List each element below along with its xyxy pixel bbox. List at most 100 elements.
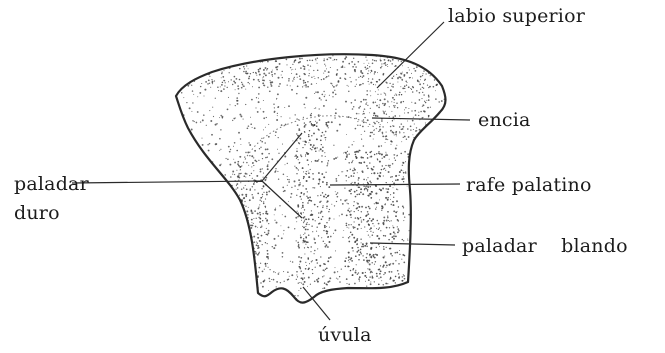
stipple-dot <box>172 184 173 185</box>
leader-lines <box>72 22 470 320</box>
stipple-dot <box>353 205 354 206</box>
stipple-dot <box>388 264 390 266</box>
stipple-dot <box>371 70 373 72</box>
stipple-dot <box>258 217 259 218</box>
stipple-dot <box>443 264 445 266</box>
stipple-dot <box>231 224 232 225</box>
stipple-dot <box>392 181 393 182</box>
stipple-dot <box>283 292 285 294</box>
stipple-dot <box>369 236 370 237</box>
stipple-dot <box>359 106 360 107</box>
stipple-dot <box>424 221 426 223</box>
stipple-dot <box>381 153 383 155</box>
stipple-dot <box>310 115 311 116</box>
stipple-dot <box>366 260 368 262</box>
stipple-dot <box>177 125 178 126</box>
stipple-dot <box>392 225 393 226</box>
stipple-dot <box>392 263 394 265</box>
stipple-dot <box>410 77 411 78</box>
stipple-dot <box>435 281 436 282</box>
stipple-dot <box>307 159 309 161</box>
stipple-dot <box>215 222 216 223</box>
stipple-dot <box>289 276 290 277</box>
stipple-dot <box>386 154 388 156</box>
stipple-dot <box>352 108 354 110</box>
stipple-dot <box>414 123 415 124</box>
stipple-dot <box>265 242 266 243</box>
stipple-dot <box>429 128 431 130</box>
stipple-dot <box>371 169 373 171</box>
stipple-dot <box>428 115 430 117</box>
stipple-dot <box>298 290 299 291</box>
stipple-dot <box>185 269 187 271</box>
stipple-dot <box>334 271 336 273</box>
stipple-dot <box>384 256 385 257</box>
stipple-dot <box>358 107 360 109</box>
stipple-dot <box>220 86 221 87</box>
stipple-dot <box>186 183 187 184</box>
stipple-dot <box>267 87 268 88</box>
stipple-dot <box>382 158 383 159</box>
stipple-dot <box>193 94 194 95</box>
stipple-dot <box>255 107 256 108</box>
stipple-dot <box>257 111 259 113</box>
stipple-dot <box>358 254 360 256</box>
stipple-dot <box>367 231 368 232</box>
stipple-dot <box>329 209 330 210</box>
stipple-dot <box>179 217 181 219</box>
stipple-dot <box>204 258 205 259</box>
stipple-dot <box>229 201 230 202</box>
stipple-dot <box>435 262 436 263</box>
stipple-dot <box>367 268 368 269</box>
stipple-dot <box>388 271 390 273</box>
stipple-dot <box>354 69 356 71</box>
stipple-dot <box>186 102 187 103</box>
stipple-dot <box>425 63 427 65</box>
stipple-dot <box>379 153 381 155</box>
stipple-dot <box>260 200 261 201</box>
stipple-dot <box>348 147 349 148</box>
stipple-dot <box>359 276 361 278</box>
stipple-dot <box>276 281 278 283</box>
stipple-dot <box>304 277 305 278</box>
stipple-dot <box>358 77 359 78</box>
stipple-dot <box>245 235 247 237</box>
stipple-dot <box>265 157 266 158</box>
stipple-dot <box>210 58 211 59</box>
stipple-dot <box>299 76 300 77</box>
stipple-dot <box>407 285 408 286</box>
stipple-dot <box>298 247 300 249</box>
stipple-dot <box>203 64 204 65</box>
stipple-dot <box>172 84 173 85</box>
stipple-dot <box>394 154 395 155</box>
stipple-dot <box>259 240 261 242</box>
stipple-dot <box>263 177 264 178</box>
stipple-dot <box>173 115 174 116</box>
stipple-dot <box>425 55 426 56</box>
stipple-dot <box>383 111 384 112</box>
stipple-dot <box>208 165 209 166</box>
stipple-dot <box>284 281 285 282</box>
stipple-dot <box>301 220 302 221</box>
stipple-dot <box>258 272 259 273</box>
stipple-dot <box>243 187 244 188</box>
stipple-dot <box>248 68 249 69</box>
stipple-dot <box>305 226 306 227</box>
stipple-dot <box>431 154 432 155</box>
stipple-dot <box>267 168 269 170</box>
stipple-dot <box>368 63 369 64</box>
stipple-dot <box>257 213 259 215</box>
stipple-dot <box>265 148 267 150</box>
stipple-dot <box>430 107 431 108</box>
stipple-dot <box>311 161 312 162</box>
stipple-dot <box>438 217 440 219</box>
stipple-dot <box>388 171 390 173</box>
stipple-dot <box>395 211 397 213</box>
stipple-dot <box>254 189 255 190</box>
stipple-dot <box>395 260 396 261</box>
stipple-dot <box>179 142 180 143</box>
stipple-dot <box>318 172 320 174</box>
stipple-dot <box>353 290 354 291</box>
stipple-dot <box>337 192 338 193</box>
stipple-dot <box>354 99 356 101</box>
